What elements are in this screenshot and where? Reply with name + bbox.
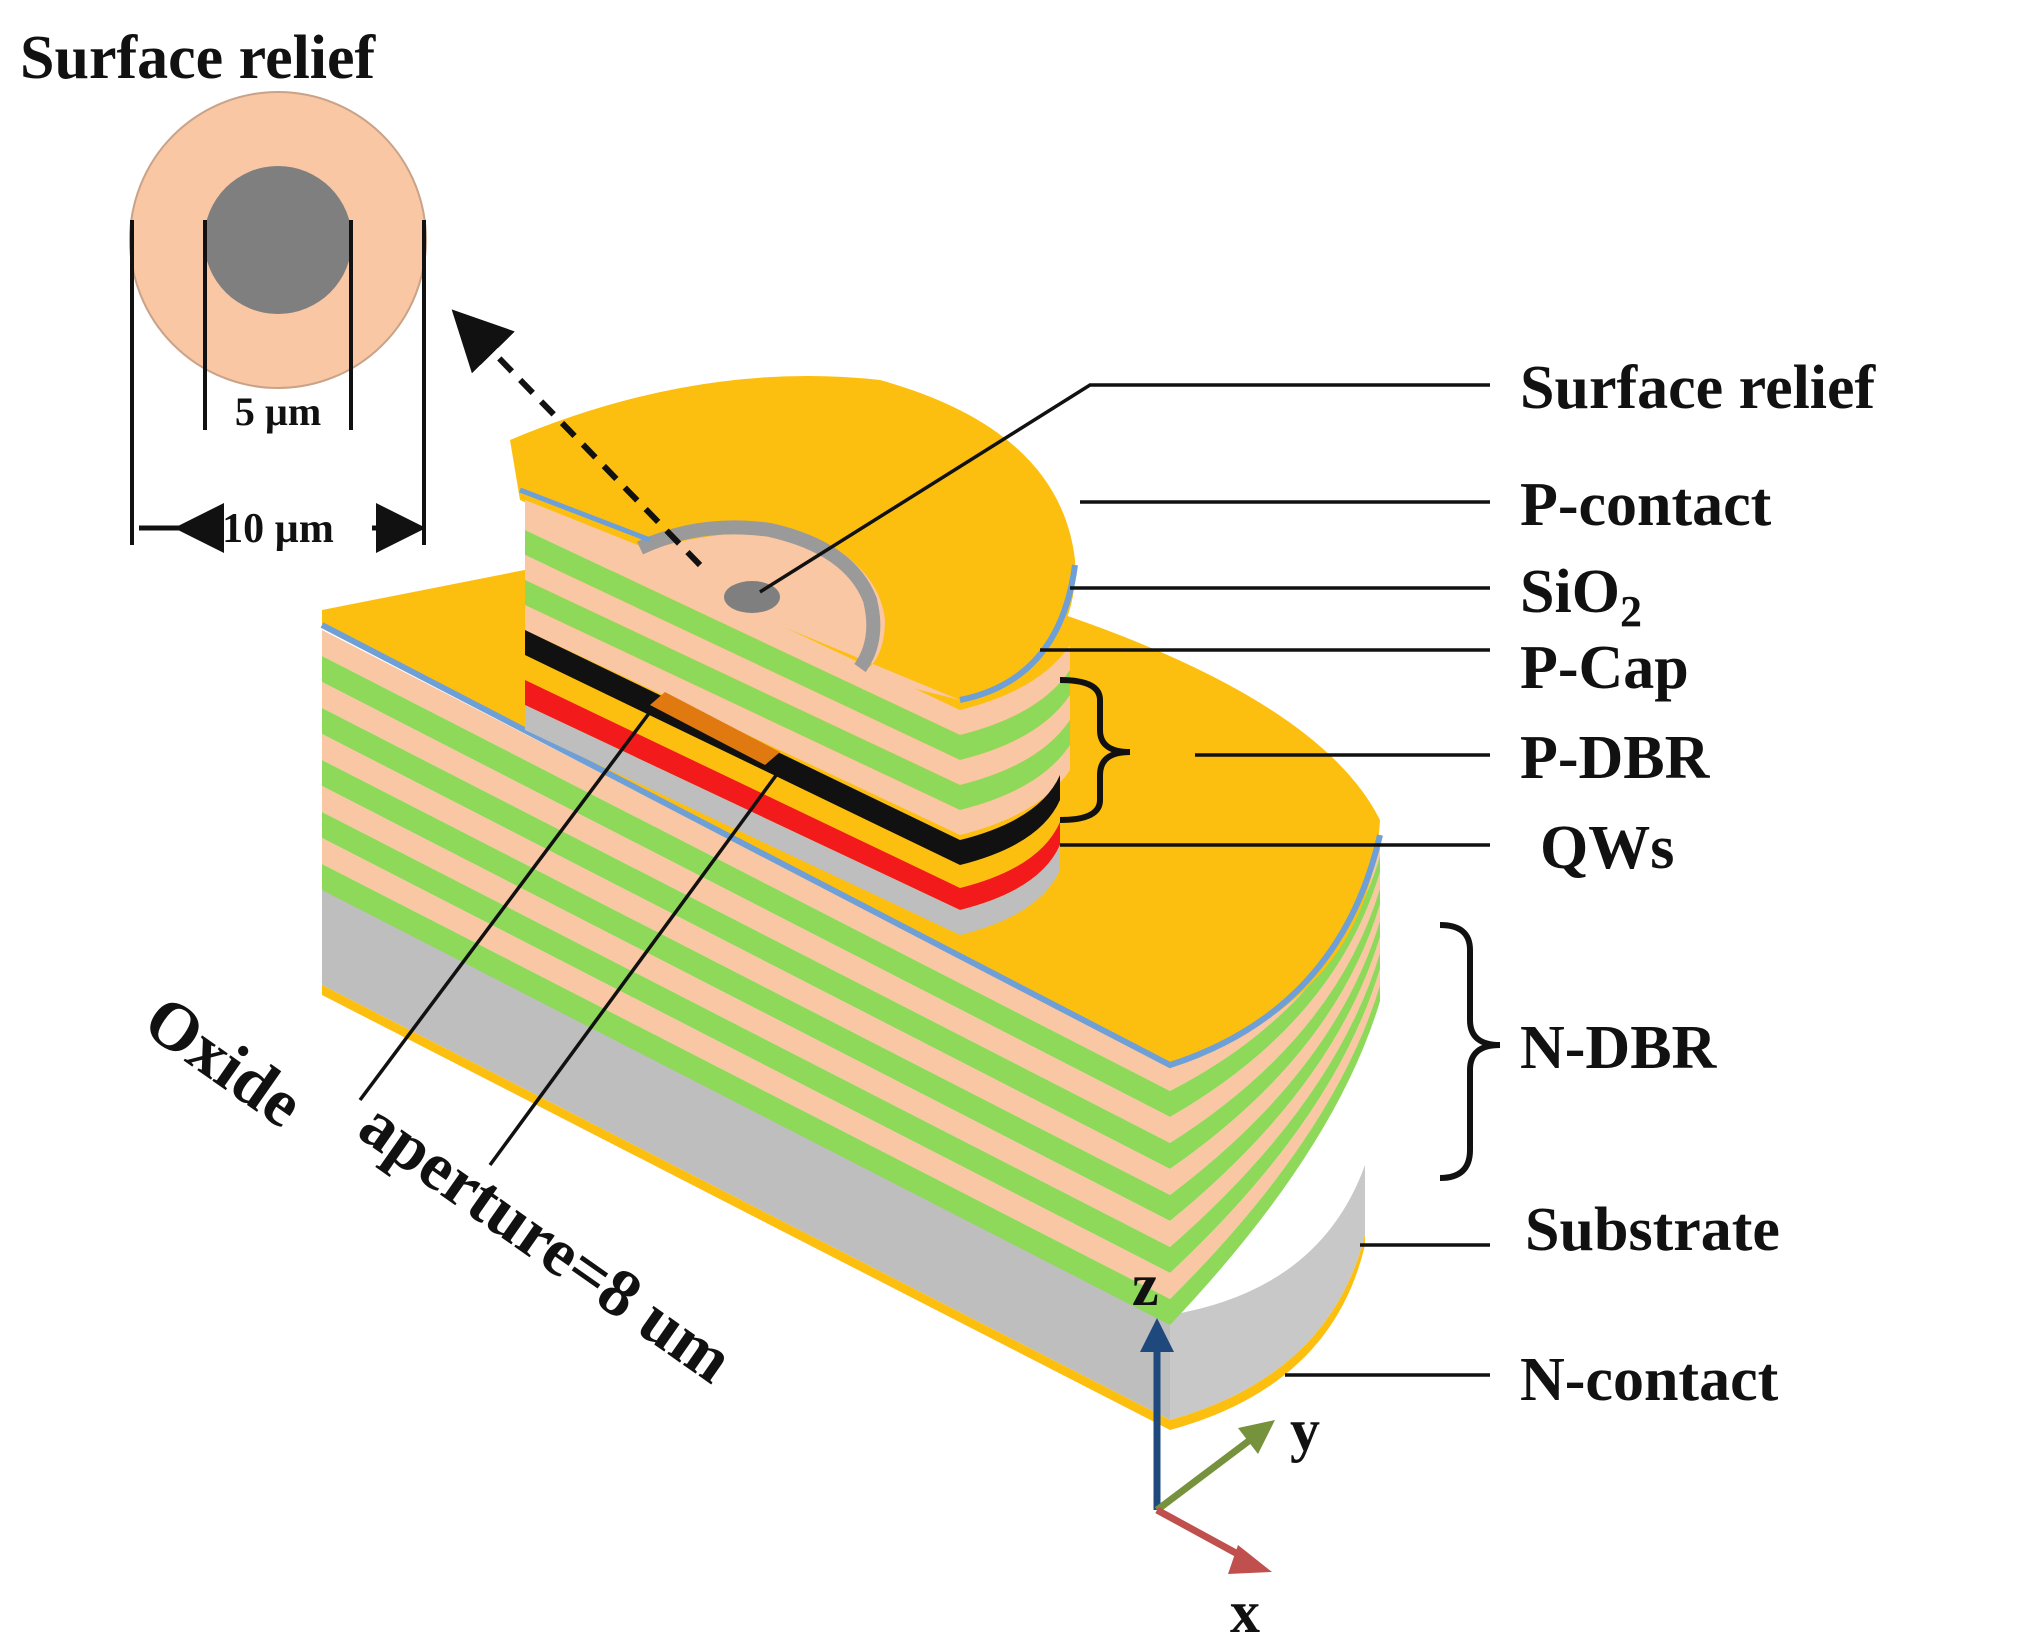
n-dbr-stripe xyxy=(322,760,1170,1221)
leader-lines xyxy=(358,383,1490,1377)
label-p-dbr: P-DBR xyxy=(1520,724,1711,792)
z-axis-label: z xyxy=(1132,1252,1159,1318)
axes-triad: z y x xyxy=(1132,1252,1320,1645)
label-substrate: Substrate xyxy=(1525,1196,1780,1264)
n-dbr-stripe xyxy=(322,656,1170,1117)
oxide-aperture xyxy=(650,692,780,765)
n-dbr-side-stripe xyxy=(1170,936,1380,1247)
sio2-upper-edge xyxy=(959,564,1078,703)
inset-surface-relief: Surface relief 5 µm 10 µm xyxy=(20,24,703,568)
qw-gray-layer xyxy=(525,705,1060,935)
qw-black-layer xyxy=(525,630,1060,865)
n-dbr-stripe xyxy=(322,682,1170,1143)
y-axis xyxy=(1154,1437,1253,1513)
n-dbr-side-stripe xyxy=(1170,856,1380,1117)
z-axis-head xyxy=(1140,1318,1174,1352)
n-dbr-side-stripe xyxy=(1170,968,1380,1299)
inset-inner-disc xyxy=(204,166,352,314)
label-n-dbr: N-DBR xyxy=(1520,1014,1718,1082)
base-mesa xyxy=(320,565,1383,1430)
n-dbr-stripe xyxy=(322,734,1170,1195)
p-dbr-stripe xyxy=(525,505,1070,735)
sio2-base-edge xyxy=(320,622,1383,1069)
n-dbr-brace xyxy=(1439,922,1501,1181)
label-n-contact: N-contact xyxy=(1520,1346,1779,1414)
n-dbr-side-stack xyxy=(1170,840,1380,1325)
n-dbr-side-stripe xyxy=(1170,888,1380,1169)
leader-oxide-2 xyxy=(488,768,782,1167)
n-dbr-stripe xyxy=(322,864,1170,1325)
layer-labels: Surface relief P-contact SiO2 P-Cap P-DB… xyxy=(1520,354,1877,1414)
label-sio2: SiO2 xyxy=(1520,558,1642,636)
p-dbr-stack xyxy=(525,505,1070,835)
sio2-upper-left xyxy=(519,487,651,543)
label-surface-relief: Surface relief xyxy=(1520,354,1877,422)
x-axis-head xyxy=(1228,1545,1272,1574)
leader-oxide-1 xyxy=(358,710,652,1102)
x-axis-label: x xyxy=(1230,1579,1260,1645)
n-dbr-side-stripe xyxy=(1170,904,1380,1195)
inset-title: Surface relief xyxy=(20,24,377,92)
sio2-ring xyxy=(637,520,881,673)
n-dbr-stripe xyxy=(322,838,1170,1299)
inset-outer-dim: 10 µm xyxy=(222,506,334,552)
braces xyxy=(1059,677,1501,1181)
leader-surface-relief xyxy=(759,383,1490,594)
label-p-contact: P-contact xyxy=(1520,471,1772,539)
upper-mesa xyxy=(510,376,1078,935)
x-axis xyxy=(1155,1506,1247,1562)
inset-pointer-arrow xyxy=(451,309,703,568)
n-contact-layer xyxy=(322,985,1365,1430)
n-dbr-stripe xyxy=(322,812,1170,1273)
label-p-cap: P-Cap xyxy=(1520,634,1689,702)
p-dbr-brace xyxy=(1059,677,1131,823)
n-dbr-side-stripe xyxy=(1170,872,1380,1143)
y-axis-label: y xyxy=(1290,1397,1320,1463)
n-dbr-side-stripe xyxy=(1170,840,1380,1091)
inset-inner-dim: 5 µm xyxy=(235,389,321,434)
p-contact-base-top xyxy=(322,565,1380,1065)
p-dbr-stripe xyxy=(525,605,1070,835)
p-dbr-stripe xyxy=(525,530,1070,760)
y-axis-head xyxy=(1238,1420,1275,1454)
n-dbr-side-stripe xyxy=(1170,985,1380,1325)
n-dbr-stripe xyxy=(322,630,1170,1091)
n-dbr-side-stripe xyxy=(1170,952,1380,1273)
n-dbr-stripe xyxy=(322,786,1170,1247)
n-dbr-stripe xyxy=(322,708,1170,1169)
substrate-front xyxy=(322,880,1170,1420)
n-dbr-side-stripe xyxy=(1170,920,1380,1221)
p-dbr-stripe xyxy=(525,555,1070,785)
oxide-label-line1: Oxide xyxy=(131,980,317,1142)
label-qws: QWs xyxy=(1540,814,1674,882)
p-dbr-stripe xyxy=(525,580,1070,810)
qw-red-layer xyxy=(525,680,1060,910)
n-dbr-stack xyxy=(322,630,1170,1325)
substrate-side xyxy=(1170,1165,1365,1420)
